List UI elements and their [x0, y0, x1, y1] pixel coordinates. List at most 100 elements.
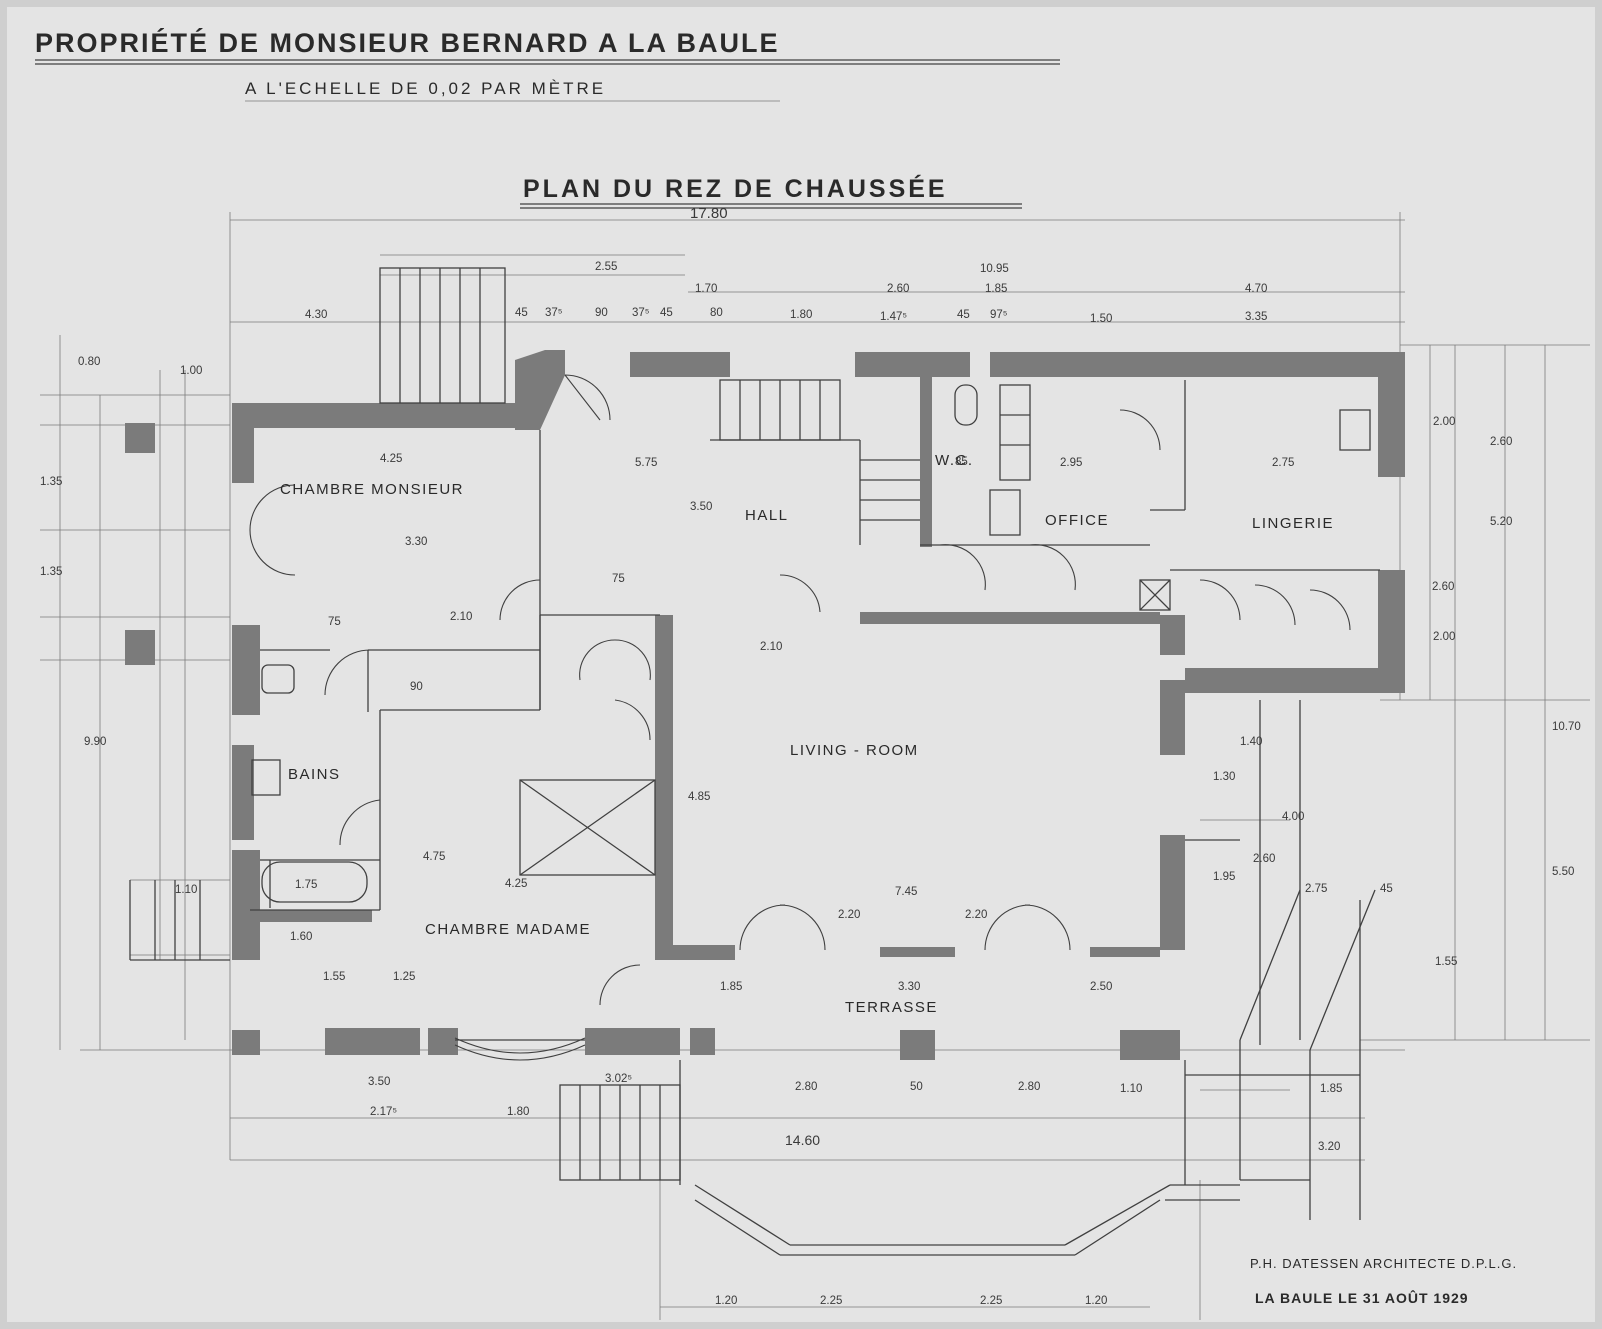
- dim: 1.20: [1085, 1295, 1107, 1307]
- dim: 3.30: [405, 536, 427, 548]
- dim: 1.75: [295, 879, 317, 891]
- drawing-title: PROPRIÉTÉ DE MONSIEUR BERNARD A LA BAULE: [35, 27, 780, 58]
- dim: 1.60: [290, 931, 312, 943]
- dim: 2.60: [1253, 853, 1275, 865]
- dim: 2.60: [1490, 436, 1512, 448]
- dim: 4.30: [305, 309, 327, 321]
- dim: 1.35: [40, 476, 62, 488]
- dim: 45: [515, 307, 528, 319]
- dim: 1.35: [40, 566, 62, 578]
- dim: 2.75: [1305, 883, 1327, 895]
- dim: 10.95: [980, 263, 1009, 275]
- dim: 10.70: [1552, 721, 1581, 733]
- dim: 3.20: [1318, 1141, 1340, 1153]
- room-living-room: LIVING - ROOM: [790, 742, 919, 759]
- void-marker: [519, 579, 1171, 876]
- dim: 1.50: [1090, 313, 1112, 325]
- fixtures: [251, 384, 1371, 903]
- dim: 1.70: [695, 283, 717, 295]
- dim: 0.80: [78, 356, 100, 368]
- dim: 2.20: [965, 909, 987, 921]
- staircases: [129, 267, 920, 1181]
- dim: 80: [710, 307, 723, 319]
- dim: 2.10: [760, 641, 782, 653]
- dim: 1.30: [1213, 771, 1235, 783]
- dim: 2.17⁵: [370, 1106, 397, 1118]
- dim: 1.47⁵: [880, 311, 907, 323]
- room-terrasse: TERRASSE: [845, 999, 938, 1016]
- dim: 2.25: [980, 1295, 1002, 1307]
- dimension-labels: 17.80 4.30 2.55 10.95 1.70 2.60 1.85 4.7…: [40, 205, 1581, 1307]
- dim: 2.25: [820, 1295, 842, 1307]
- dim: 85: [955, 456, 968, 468]
- architect-name: P.H. DATESSEN ARCHITECTE D.P.L.G.: [1250, 1256, 1517, 1271]
- walls: [125, 350, 1405, 1060]
- dim: 5.20: [1490, 516, 1512, 528]
- dim: 2.50: [1090, 981, 1112, 993]
- plan-title: PLAN DU REZ DE CHAUSSÉE: [523, 174, 948, 203]
- dim: 4.25: [380, 453, 402, 465]
- dim: 2.00: [1433, 416, 1455, 428]
- dim: 37⁵: [632, 307, 650, 319]
- room-wc: W.C.: [935, 452, 974, 469]
- dim: 5.50: [1552, 866, 1574, 878]
- dim: 3.02⁵: [605, 1073, 632, 1085]
- dim: 1.55: [1435, 956, 1457, 968]
- dim: 1.10: [175, 884, 197, 896]
- dim: 1.10: [1120, 1083, 1142, 1095]
- dim: 2.80: [1018, 1081, 1040, 1093]
- dim: 4.85: [688, 791, 710, 803]
- room-office: OFFICE: [1045, 512, 1109, 529]
- dim: 2.00: [1433, 631, 1455, 643]
- dim: 1.25: [393, 971, 415, 983]
- dim: 2.55: [595, 261, 617, 273]
- dim: 7.45: [895, 886, 917, 898]
- room-chambre-monsieur: CHAMBRE MONSIEUR: [280, 481, 464, 498]
- dim: 3.30: [898, 981, 920, 993]
- dim: 2.10: [450, 611, 472, 623]
- room-bains: BAINS: [288, 766, 341, 783]
- dim: 45: [660, 307, 673, 319]
- dim: 2.95: [1060, 457, 1082, 469]
- dim: 1.80: [790, 309, 812, 321]
- dim: 5.75: [635, 457, 657, 469]
- dim: 50: [910, 1081, 923, 1093]
- dim: 2.80: [795, 1081, 817, 1093]
- dim: 3.35: [1245, 311, 1267, 323]
- dim: 1.85: [720, 981, 742, 993]
- architect-signature: P.H. DATESSEN ARCHITECTE D.P.L.G. LA BAU…: [1250, 1256, 1517, 1306]
- dim: 90: [595, 307, 608, 319]
- dim: 1.20: [715, 1295, 737, 1307]
- dim: 2.60: [1432, 581, 1454, 593]
- dim: 3.50: [368, 1076, 390, 1088]
- room-chambre-madame: CHAMBRE MADAME: [425, 921, 591, 938]
- dim: 2.60: [887, 283, 909, 295]
- room-hall: HALL: [745, 507, 789, 524]
- dim: 90: [410, 681, 423, 693]
- place-date: LA BAULE LE 31 AOÛT 1929: [1255, 1289, 1469, 1306]
- dimension-lines: [40, 212, 1590, 1320]
- dim: 75: [612, 573, 625, 585]
- dim: 45: [1380, 883, 1393, 895]
- dim: 37⁵: [545, 307, 563, 319]
- dim: 97⁵: [990, 309, 1008, 321]
- dim: 45: [957, 309, 970, 321]
- dim: 1.00: [180, 365, 202, 377]
- dim: 4.75: [423, 851, 445, 863]
- dim: 2.75: [1272, 457, 1294, 469]
- dim: 1.40: [1240, 736, 1262, 748]
- dim: 14.60: [785, 1132, 820, 1148]
- dim: 3.50: [690, 501, 712, 513]
- scale-note: A L'ECHELLE DE 0,02 PAR MÈTRE: [245, 79, 606, 98]
- dim: 1.95: [1213, 871, 1235, 883]
- room-lingerie: LINGERIE: [1252, 515, 1334, 532]
- partitions: [250, 380, 1380, 1256]
- dim: 1.85: [985, 283, 1007, 295]
- dim: 75: [328, 616, 341, 628]
- dim: 9.90: [84, 736, 106, 748]
- dim: 1.80: [507, 1106, 529, 1118]
- dim-total-width: 17.80: [690, 205, 728, 222]
- dim: 2.20: [838, 909, 860, 921]
- dim: 1.85: [1320, 1083, 1342, 1095]
